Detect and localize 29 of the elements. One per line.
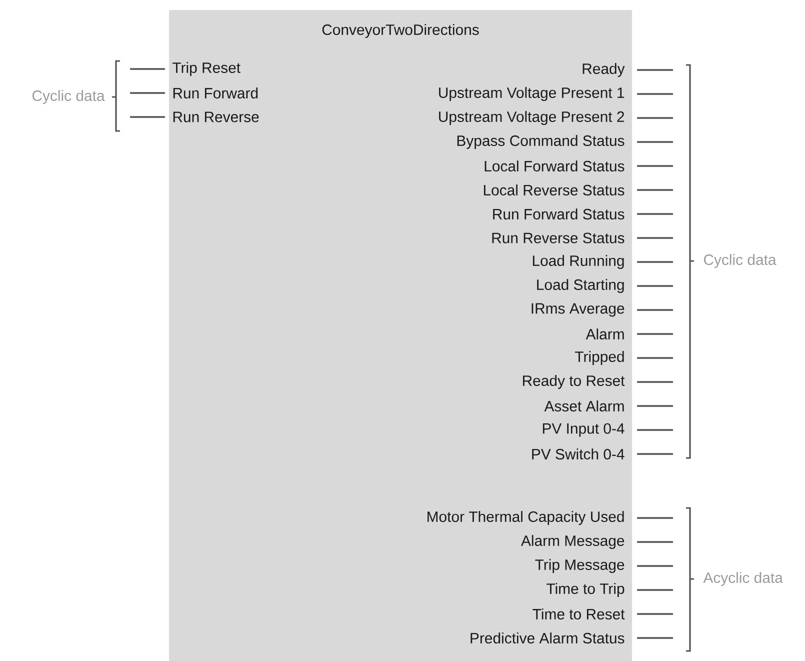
pin-label: Load Running — [532, 255, 624, 269]
pin-label: Run Reverse Status — [492, 232, 624, 244]
pin-label: Time to Trip — [546, 583, 624, 597]
pin-label: Predictive Alarm Status — [470, 632, 624, 644]
bracket-label: Acyclic data — [703, 572, 783, 586]
pin-label: Upstream Voltage Present 2 — [439, 111, 624, 125]
pin-label: IRms Average — [532, 303, 624, 317]
pin-label: Local Forward Status — [484, 160, 624, 172]
pin-label: Load Starting — [537, 279, 624, 293]
pin-label: Tripped — [575, 351, 624, 365]
bracket-label: Cyclic data — [704, 254, 776, 268]
pin-label: Ready — [582, 63, 625, 77]
pin-label: Run Forward Status — [493, 208, 624, 220]
bracket-label: Cyclic data — [32, 90, 105, 104]
pin-label: Alarm Message — [521, 535, 624, 549]
pin-label: Local Reverse Status — [484, 184, 624, 196]
pin-label: Run Forward — [173, 88, 258, 98]
pin-label: PV Switch 0-4 — [532, 448, 624, 460]
pin-label: Time to Reset — [532, 608, 625, 620]
pin-label: Upstream Voltage Present 1 — [439, 87, 624, 101]
pin-label: Asset Alarm — [544, 400, 624, 412]
pin-label: Run Reverse — [173, 112, 259, 122]
pin-label: Ready to Reset — [523, 375, 625, 389]
pin-label: Trip Reset — [172, 62, 240, 76]
pin-label: Trip Message — [535, 559, 624, 573]
pin-label: Alarm — [586, 328, 624, 340]
pin-label: PV Input 0-4 — [542, 423, 624, 437]
pin-label: Motor Thermal Capacity Used — [428, 511, 624, 525]
pin-label: Bypass Command Status — [457, 135, 624, 149]
